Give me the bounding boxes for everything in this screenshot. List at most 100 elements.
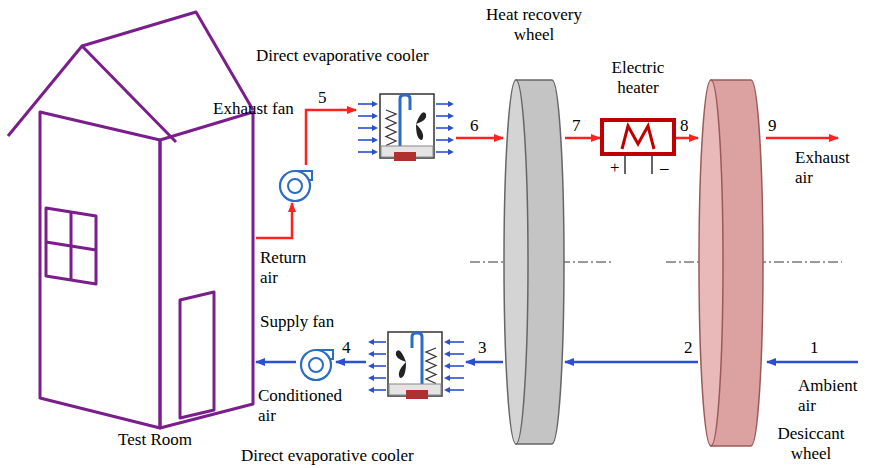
cooler-group <box>358 94 454 161</box>
house-illustration <box>0 0 256 430</box>
airflow-head <box>372 149 378 155</box>
airflow-head <box>448 113 454 119</box>
airflow-head <box>444 339 450 345</box>
airflow-head <box>444 351 450 357</box>
airflow-head <box>448 149 454 155</box>
fan-rotor <box>309 358 323 372</box>
supply-air-duct <box>336 361 366 364</box>
airflow-arrow <box>372 341 386 343</box>
airflow-head <box>372 125 378 131</box>
callout-number: – <box>660 158 669 178</box>
node-label: Exhaust fan <box>213 99 313 119</box>
return-air-duct <box>676 137 698 140</box>
cooler-group <box>368 332 464 399</box>
flow-label: Exhaust air <box>795 148 857 187</box>
return-air-duct <box>256 203 292 238</box>
callout-number: 4 <box>342 338 351 358</box>
wheel-face <box>504 80 528 444</box>
water-pump <box>394 152 416 161</box>
heater-element <box>622 126 654 149</box>
heat-recovery-wheel <box>503 78 565 446</box>
ambient-air-arrow <box>767 361 858 364</box>
flow-label: Return air <box>260 248 315 287</box>
house-window <box>46 208 96 284</box>
water-pipe <box>412 333 422 388</box>
return-air-duct <box>565 137 600 140</box>
node-label: Electric heater <box>598 58 678 97</box>
airflow-arrow <box>436 139 450 141</box>
evaporative-cooler: Direct evaporative cooler <box>366 328 466 400</box>
airflow-head <box>444 387 450 393</box>
node-label: Supply fan <box>260 312 350 332</box>
evaporative-pad <box>426 348 436 384</box>
airflow-arrow <box>436 103 450 105</box>
airflow-head <box>368 387 374 393</box>
house-front-wall <box>40 112 160 428</box>
heater-terminal <box>624 156 626 174</box>
airflow-arrow <box>448 365 464 367</box>
airflow-arrow <box>448 377 464 379</box>
supply-fan: Supply fan <box>296 344 336 382</box>
airflow-head <box>372 113 378 119</box>
fan-rotor <box>288 179 302 193</box>
airflow-arrow <box>358 115 374 117</box>
node-label: Test Room <box>100 430 210 450</box>
node-label: Direct evaporative cooler <box>241 446 441 466</box>
airflow-head <box>448 137 454 143</box>
flow-label: Ambient air <box>798 376 860 415</box>
evaporative-pad <box>386 110 396 146</box>
window-bar <box>46 242 96 250</box>
airflow-arrow <box>358 127 374 129</box>
desiccant-wheel: Desiccant wheel <box>698 78 764 448</box>
airflow-arrow <box>372 389 386 391</box>
supply-air-duct <box>565 361 698 364</box>
airflow-arrow <box>372 365 386 367</box>
water-pipe <box>400 95 410 150</box>
heater-body <box>602 120 674 154</box>
return-air-duct <box>456 137 503 140</box>
airflow-arrow <box>448 341 464 343</box>
callout-number: 1 <box>810 338 819 358</box>
cooler-housing <box>388 332 442 396</box>
callout-number: 6 <box>470 116 479 136</box>
supply-air-duct <box>466 361 503 364</box>
electric-heater: Electric heater <box>600 118 676 156</box>
wheel-face <box>699 80 723 446</box>
fan-symbol <box>275 165 313 203</box>
fan-casing <box>280 171 310 201</box>
house-gable <box>8 46 176 142</box>
airflow-arrow <box>448 353 464 355</box>
airflow-arrow <box>358 151 374 153</box>
exhaust-air-arrow <box>766 137 838 140</box>
airflow-arrow <box>448 389 464 391</box>
airflow-head <box>444 363 450 369</box>
airflow-arrow <box>358 103 374 105</box>
heat-recovery-wheel: Heat recovery wheel <box>503 78 565 446</box>
airflow-head <box>368 351 374 357</box>
supply-air-duct <box>256 361 296 364</box>
cooler-housing <box>380 94 434 158</box>
exhaust-fan: Exhaust fan <box>275 165 313 203</box>
airflow-head <box>444 375 450 381</box>
node-label: Heat recovery wheel <box>481 5 587 44</box>
callout-number: 7 <box>572 116 581 136</box>
house-side-wall <box>160 112 253 428</box>
evaporative-cooler-illustration <box>356 90 456 162</box>
fan-blade <box>396 350 406 378</box>
airflow-head <box>372 101 378 107</box>
node-label: Direct evaporative cooler <box>256 46 456 66</box>
fan-symbol <box>296 344 336 382</box>
house-door <box>180 292 214 418</box>
airflow-head <box>368 339 374 345</box>
evaporative-cooler-illustration <box>366 328 466 400</box>
node-label: Desiccant wheel <box>770 424 852 463</box>
evaporative-cooler: Direct evaporative cooler <box>356 90 456 162</box>
fan-blade <box>416 112 426 140</box>
house-roof <box>82 12 253 110</box>
airflow-arrow <box>436 151 450 153</box>
callout-number: 2 <box>684 338 693 358</box>
heater-symbol <box>600 118 676 156</box>
heater-terminal <box>651 156 653 174</box>
water-pump <box>406 390 428 399</box>
airflow-arrow <box>358 139 374 141</box>
